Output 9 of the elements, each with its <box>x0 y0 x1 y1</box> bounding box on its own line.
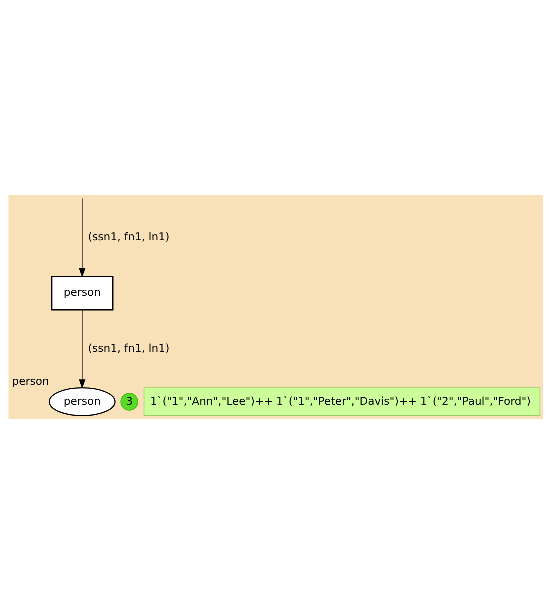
node-label: person <box>12 374 50 388</box>
edge-label: (ssn1, fn1, ln1) <box>88 230 170 244</box>
node-circle: 3 <box>120 392 138 410</box>
arrow <box>79 198 86 278</box>
node-box: 1`("1","Ann","Lee")++ 1`("1","Peter","Davis")++ 1`("2","Paul","Ford") <box>144 387 541 416</box>
arrow <box>79 309 86 388</box>
node-box: person <box>51 275 114 310</box>
node-ellipse: person <box>49 387 116 416</box>
edge-label: (ssn1, fn1, ln1) <box>88 341 170 354</box>
